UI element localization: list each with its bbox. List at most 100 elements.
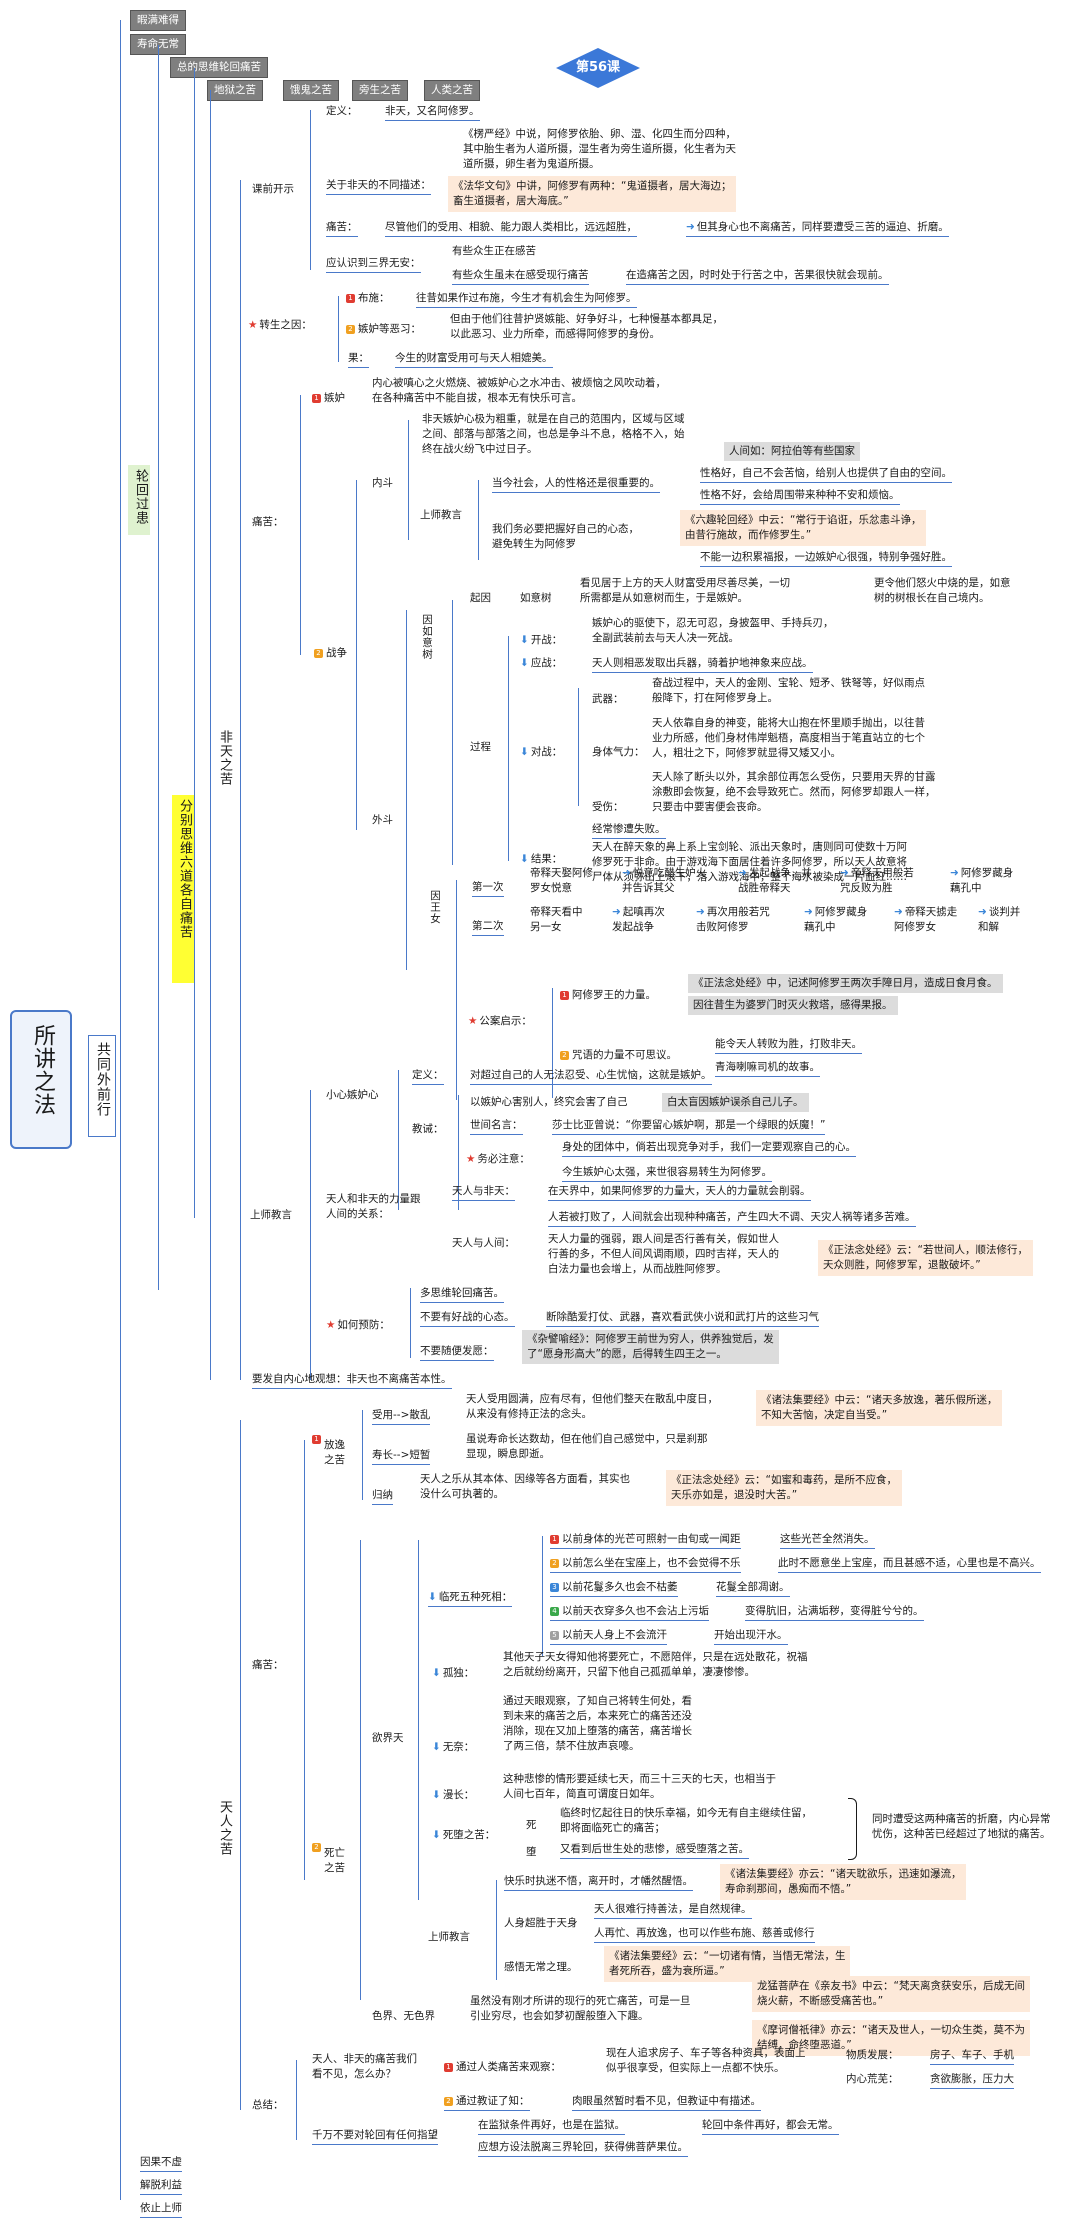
siwang-node[interactable]: 2 (312, 1840, 324, 1855)
ying-1: 有些众生正在感苦 (452, 245, 536, 257)
jx-branch (458, 1095, 459, 1210)
number-2-icon: 2 (560, 1050, 569, 1060)
shangshi-1[interactable]: 上师教言 (420, 509, 462, 521)
tab-renlei[interactable]: 人类之苦 (424, 80, 480, 101)
tab-diyu[interactable]: 地狱之苦 (207, 80, 263, 101)
lesson-diamond-shape (556, 48, 640, 88)
duo-label: 堕 (526, 1846, 537, 1858)
ying-3: 在造痛苦之因，时时处于行苦之中，苦果很快就会现前。 (626, 268, 889, 285)
lz-branch (542, 1536, 543, 1656)
lesson-badge: 第56课 (556, 48, 640, 88)
jiaozheng-value: 肉眼虽然暂时看不见，但教证中有描述。 (572, 2094, 761, 2111)
shouming-key: 寿长-->短暂 (372, 1448, 431, 1465)
linsi-2b: 此时不愿意坐上宝座，而且甚感不适，心里也是不高兴。 (778, 1556, 1041, 1573)
zz-branch (356, 480, 357, 830)
tab-pangsheng[interactable]: 旁生之苦 (352, 80, 408, 101)
number-2-icon: 2 (312, 1842, 321, 1852)
qianwan-label[interactable]: 千万不要对轮回有任何指望 (312, 2128, 438, 2145)
neidou-label[interactable]: 内斗 (372, 477, 393, 489)
renshen-2: 人再忙、再放逸，也可以作些布施、慈善或修行 (594, 1926, 815, 1943)
summary-label[interactable]: 总结： (252, 2099, 284, 2111)
guocheng-label: 过程 (470, 741, 491, 753)
waidou-label[interactable]: 外斗 (372, 814, 393, 826)
linsi-5b: 开始出现汗水。 (714, 1628, 788, 1645)
tag-zongde[interactable]: 总的思维轮回痛苦 (170, 57, 268, 78)
tian-tongku[interactable]: 痛苦： (252, 1659, 284, 1671)
bottom-yizhi[interactable]: 依止上师 (140, 2201, 182, 2218)
ywn-label: 因王女 (429, 890, 441, 925)
zhuansheng-label[interactable]: ★转生之因： (248, 319, 312, 331)
mid-node[interactable]: 共同外前行 (88, 1035, 116, 1137)
fangyi-label[interactable]: 放逸之苦 (324, 1439, 345, 1466)
trj-2: 天人力量的强弱，跟人间是否行善有关，假如世人 行善的多，不但人间风调雨顺，四时吉… (548, 1233, 779, 1275)
zhouyu-1: 能令天人转败为胜，打败非天。 (715, 1037, 862, 1054)
tianren-relation[interactable]: 天人和非天的力量跟 人间的关系： (326, 1193, 421, 1220)
shangshi-3[interactable]: 上师教言 (428, 1931, 470, 1943)
jiaojie-1: 以嫉妒心害别人，终究会害了自己 (470, 1096, 628, 1108)
ruhe-label[interactable]: ★如何预防： (326, 1319, 390, 1331)
tf-key: 天人与非天： (452, 1184, 515, 1201)
tab-egui[interactable]: 饿鬼之苦 (283, 80, 339, 101)
qianwan-1: 在监狱条件再好，也是在监狱。 (478, 2118, 625, 2135)
sejie-label[interactable]: 色界、无色界 (372, 2010, 435, 2022)
ruhe-2b: 断除酷爱打仗、武器，喜欢看武侠小说和武打片的这些习气 (546, 1310, 819, 1327)
shenti-key: 身体气力： (592, 746, 645, 758)
number-2-icon: 2 (314, 648, 323, 658)
trj-1: 人若被打败了，人间就会出现种种痛苦，产生四大不调、天灾人祸等诸多苦难。 (548, 1210, 916, 1227)
qiyin-label: 起因 (470, 592, 491, 604)
duizhan-key: ⬇对战： (520, 746, 563, 758)
guocheng-branch (508, 636, 509, 861)
jieguo-key: ⬇结果： (520, 853, 563, 865)
feitian-title[interactable]: 非天之苦 (217, 730, 232, 786)
ruhe-1: 多思维轮回痛苦。 (420, 1286, 504, 1303)
number-2-icon: 2 (550, 1558, 559, 1568)
duizhan-branch (578, 688, 579, 806)
number-3-icon: 3 (550, 1582, 559, 1592)
manchang-key: ⬇漫长： (432, 1789, 475, 1801)
fei-spine (240, 180, 241, 1380)
fenbie-node[interactable]: 分别思维六道各自痛苦 (172, 795, 194, 983)
diff-key: 关于非天的不同描述： (326, 178, 431, 195)
spine-2 (158, 45, 159, 1290)
ywn-branch (456, 880, 457, 1100)
tong-key: 痛苦： (326, 220, 358, 237)
guo-key: 果： (348, 351, 369, 368)
gongan-label[interactable]: ★公案启示： (468, 1015, 532, 1027)
yrys-node[interactable]: 因如意树 (418, 614, 434, 686)
tongguo-value: 现在人追求房子、车子等各种资具，表面上 似乎很享受，但实际上一点都不快乐。 (606, 2047, 806, 2074)
xiaoxin-label[interactable]: 小心嫉妒心 (326, 1089, 379, 1101)
dingyi-key: 定义： (412, 1068, 444, 1085)
spine-4 (210, 90, 211, 1380)
bottom-jietuo[interactable]: 解脱利益 (140, 2178, 182, 2195)
root-node[interactable]: 所讲之法 (10, 1010, 72, 1149)
shouming-value: 虽说寿命长达数劫，但在他们自己感觉中，只是刹那 显现，瞬息即逝。 (466, 1433, 708, 1460)
yujietian-label[interactable]: 欲界天 (372, 1732, 404, 1744)
siwang-label[interactable]: 死亡之苦 (324, 1847, 345, 1874)
summary-question[interactable]: 天人、非天的痛苦我们 看不见，怎么办？ (312, 2053, 417, 2080)
dingyi-value: 对超过自己的人无法忍受、心生忧恼，这就是嫉妒。 (470, 1068, 712, 1085)
tianren-title[interactable]: 天人之苦 (217, 1800, 232, 1856)
bottom-yinguo[interactable]: 因果不虚 (140, 2155, 182, 2172)
shouyong-key: 受用-->散乱 (372, 1408, 431, 1425)
kqks-label[interactable]: 课前开示 (252, 183, 294, 195)
lunhui-node[interactable]: 轮回过患 (128, 465, 150, 535)
ywn-node[interactable]: 因王女 (426, 890, 442, 970)
dangjin-text: 当今社会，人的性格还是很重要的。 (492, 476, 660, 493)
tongku-label[interactable]: 痛苦： (252, 516, 284, 528)
siduo-3: 同时遭受这两种痛苦的折磨，内心异常 忧伤，这种苦已经超过了地狱的痛苦。 (872, 1813, 1051, 1840)
shangshi-2[interactable]: 上师教言 (250, 1209, 292, 1221)
shoushang-key: 受伤： (592, 801, 624, 813)
tag-xiaman[interactable]: 暇满难得 (130, 10, 186, 31)
brace-shape (848, 1798, 857, 1860)
fangyi-node[interactable]: 1 (312, 1432, 324, 1447)
tongku-branch (300, 395, 301, 655)
root-title: 所讲之法 (30, 1024, 55, 1116)
wubi-1: 身处的团体中，倘若出现竞争对手，我们一定要观察自己的心。 (562, 1140, 856, 1157)
wubi-text: 我们务必要把握好自己的心态， 避免转生为阿修罗 (492, 523, 639, 550)
tong-value: 尽管他们的受用、相貌、能力跟人类相比，远远超胜， (385, 220, 637, 237)
